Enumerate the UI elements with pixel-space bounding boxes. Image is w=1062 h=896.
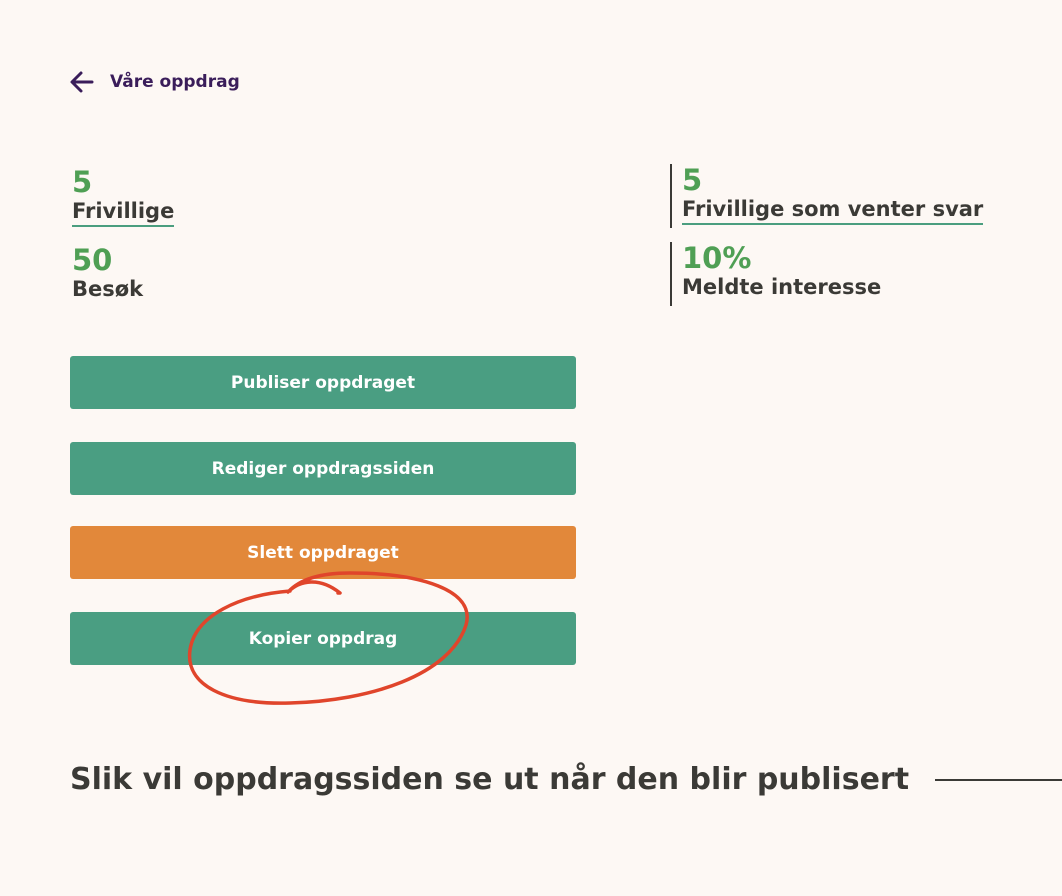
divider-line — [935, 778, 1062, 781]
stat-visits-value: 50 — [72, 243, 113, 277]
back-link[interactable]: Våre oppdrag — [68, 68, 240, 96]
copy-button[interactable]: Kopier oppdrag — [70, 612, 576, 665]
preview-heading: Slik vil oppdragssiden se ut når den bli… — [70, 762, 910, 797]
back-link-label: Våre oppdrag — [110, 72, 240, 92]
edit-page-button[interactable]: Rediger oppdragssiden — [70, 442, 576, 495]
stat-volunteers: 5 Frivillige — [72, 165, 175, 227]
stat-visits-label: Besøk — [72, 277, 144, 301]
stat-volunteers-value: 5 — [72, 165, 93, 199]
preview-section-header: Slik vil oppdragssiden se ut når den bli… — [70, 762, 1062, 797]
stat-interest-value: 10% — [682, 241, 752, 275]
stat-volunteers-link[interactable]: Frivillige — [72, 198, 175, 227]
publish-button[interactable]: Publiser oppdraget — [70, 356, 576, 409]
arrow-left-icon — [68, 68, 96, 96]
stat-visits: 50 Besøk — [72, 244, 143, 302]
stat-interest: 10% Meldte interesse — [670, 242, 881, 306]
stat-pending-link[interactable]: Frivillige som venter svar — [682, 196, 984, 225]
stat-interest-label: Meldte interesse — [682, 275, 882, 299]
stat-pending-value: 5 — [682, 163, 703, 197]
stat-pending: 5 Frivillige som venter svar — [670, 163, 984, 228]
delete-button[interactable]: Slett oppdraget — [70, 526, 576, 579]
